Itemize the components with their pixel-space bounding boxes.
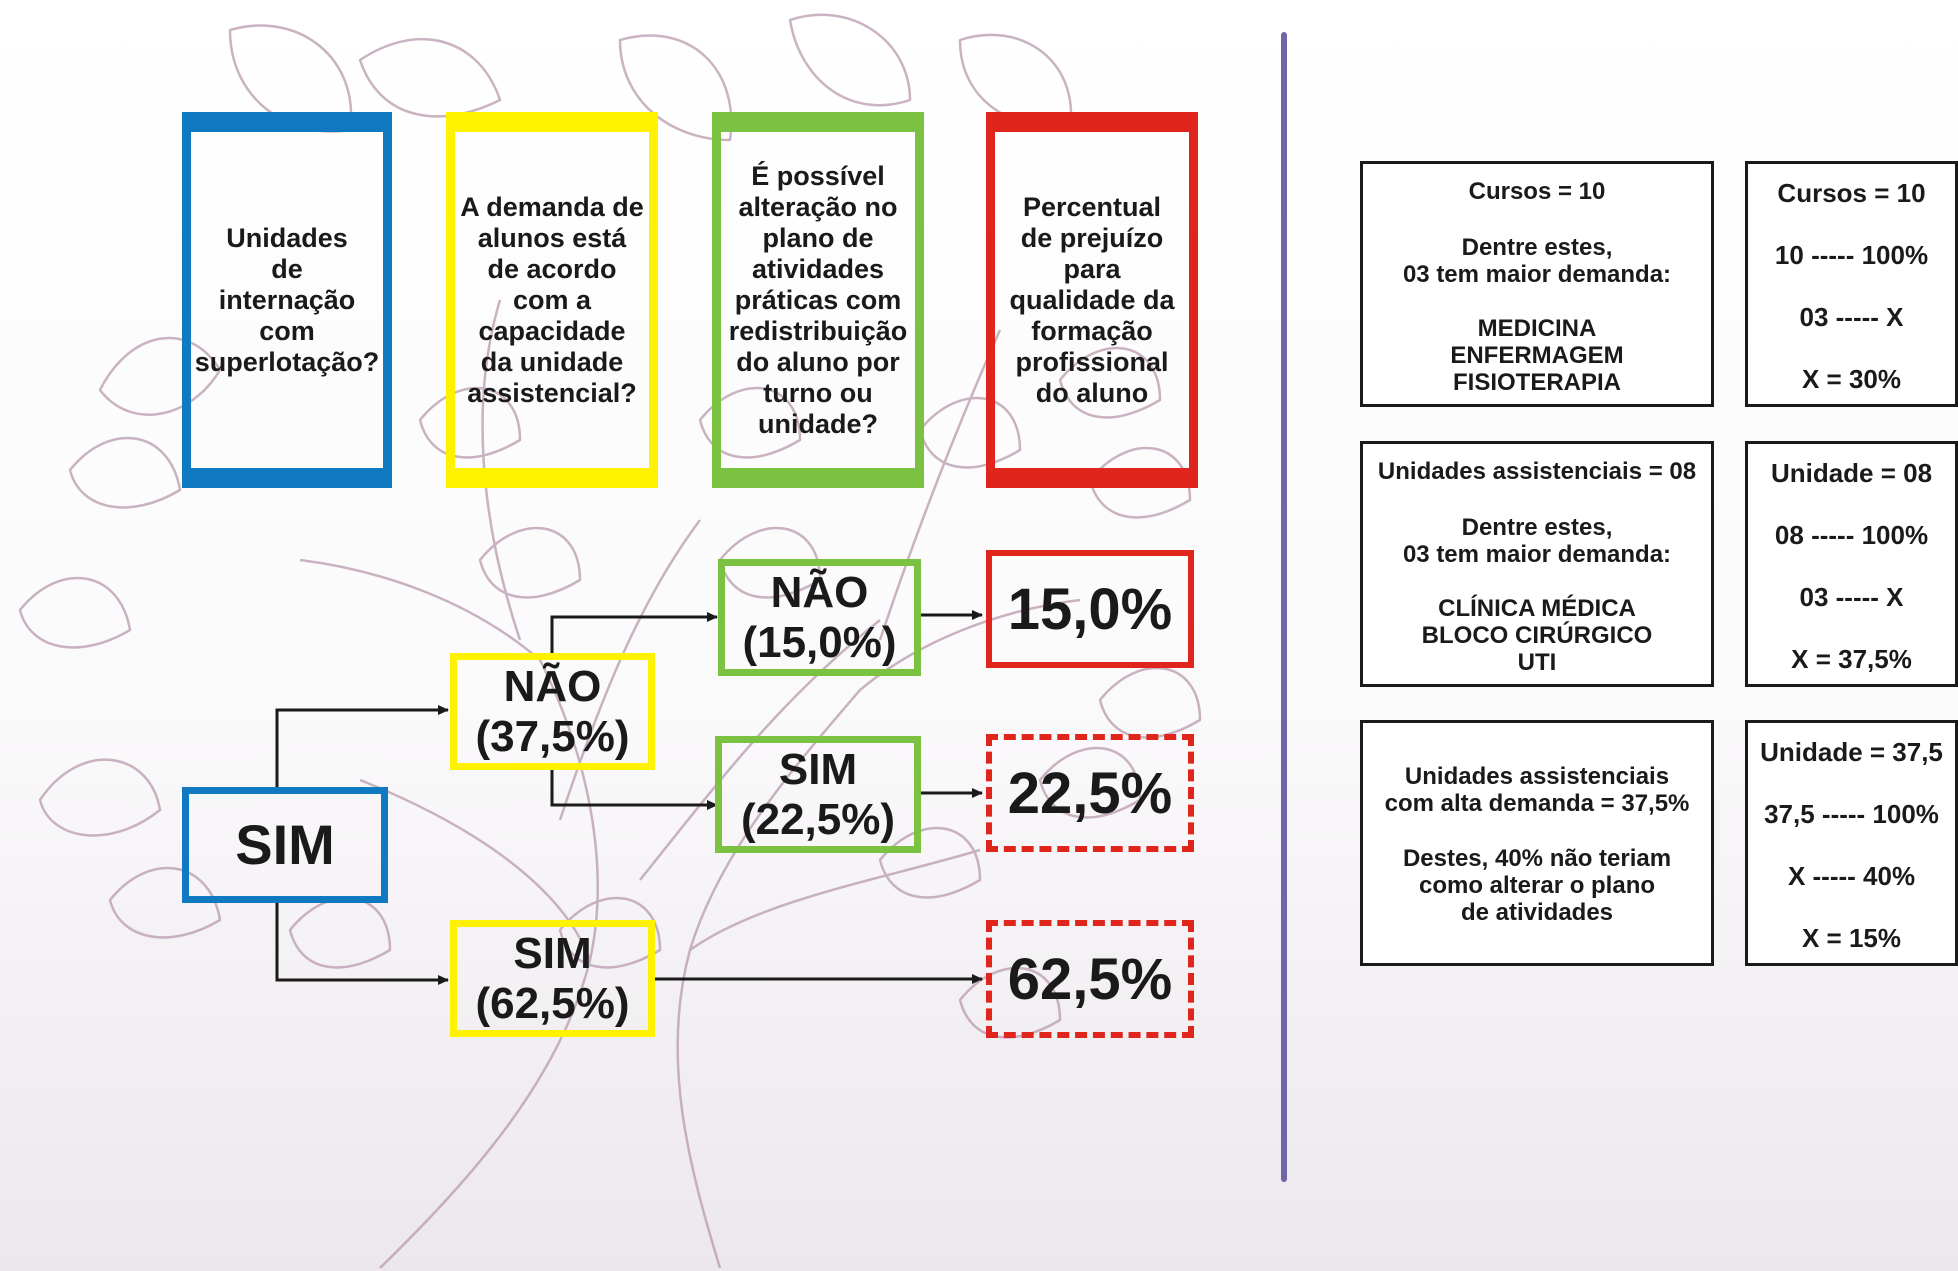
calc-line: 37,5 ----- 100% xyxy=(1764,799,1939,829)
info-line: UTI xyxy=(1517,649,1557,676)
info-line: Dentre estes, xyxy=(1461,514,1613,541)
info-line: como alterar o plano xyxy=(1418,872,1656,899)
info-line: MEDICINA xyxy=(1477,315,1597,342)
header-demanda-alunos: A demanda de alunos está de acordo com a… xyxy=(446,112,658,488)
calc-box-cursos: Cursos = 10 10 ----- 100% 03 ----- X X =… xyxy=(1745,161,1958,407)
node-demanda-sim: SIM (62,5%) xyxy=(450,920,655,1037)
info-line: ENFERMAGEM xyxy=(1450,342,1624,369)
calc-line: 03 ----- X xyxy=(1799,582,1904,612)
info-line: Destes, 40% não teriam xyxy=(1402,845,1672,872)
header-alteracao-plano: É possível alteração no plano de ativida… xyxy=(712,112,924,488)
calc-line: X = 15% xyxy=(1801,923,1901,953)
info-line: Cursos = 10 xyxy=(1468,178,1606,205)
info-line: CLÍNICA MÉDICA xyxy=(1438,595,1636,622)
calc-line: X ----- 40% xyxy=(1787,861,1916,891)
info-line: BLOCO CIRÚRGICO xyxy=(1421,622,1653,649)
info-box-alta-demanda: Unidades assistenciais com alta demanda … xyxy=(1360,720,1714,966)
info-line: com alta demanda = 37,5% xyxy=(1384,790,1690,817)
header-superlotacao: Unidades de internação com superlotação? xyxy=(182,112,392,488)
calc-line: Unidade = 08 xyxy=(1770,458,1933,488)
info-line: 03 tem maior demanda: xyxy=(1402,261,1672,288)
info-box-cursos: Cursos = 10 Dentre estes, 03 tem maior d… xyxy=(1360,161,1714,407)
calc-box-alta-demanda: Unidade = 37,5 37,5 ----- 100% X ----- 4… xyxy=(1745,720,1958,966)
header-percentual-prejuizo: Percentual de prejuízo para qualidade da… xyxy=(986,112,1198,488)
info-line: 03 tem maior demanda: xyxy=(1402,541,1672,568)
info-line: Unidades assistenciais xyxy=(1404,763,1670,790)
calc-line: 08 ----- 100% xyxy=(1774,520,1929,550)
info-line: Unidades assistenciais = 08 xyxy=(1377,458,1697,485)
result-22-5-percent: 22,5% xyxy=(986,734,1194,852)
info-line: de atividades xyxy=(1460,899,1614,926)
info-line: Dentre estes, xyxy=(1461,234,1613,261)
section-divider xyxy=(1281,32,1287,1182)
node-superlotacao-sim: SIM xyxy=(182,787,388,903)
calc-line: 10 ----- 100% xyxy=(1774,240,1929,270)
node-alteracao-sim: SIM (22,5%) xyxy=(715,736,921,853)
node-alteracao-nao: NÃO (15,0%) xyxy=(718,559,921,676)
info-line: FISIOTERAPIA xyxy=(1452,369,1621,396)
result-62-5-percent: 62,5% xyxy=(986,920,1194,1038)
calc-line: 03 ----- X xyxy=(1799,302,1904,332)
result-15-percent: 15,0% xyxy=(986,550,1194,668)
calc-line: X = 37,5% xyxy=(1791,644,1912,674)
calc-line: Unidade = 37,5 xyxy=(1760,737,1943,767)
node-demanda-nao: NÃO (37,5%) xyxy=(450,653,655,770)
info-box-unidades: Unidades assistenciais = 08 Dentre estes… xyxy=(1360,441,1714,687)
calc-box-unidades: Unidade = 08 08 ----- 100% 03 ----- X X … xyxy=(1745,441,1958,687)
calc-line: Cursos = 10 xyxy=(1777,178,1926,208)
calc-line: X = 30% xyxy=(1801,364,1901,394)
